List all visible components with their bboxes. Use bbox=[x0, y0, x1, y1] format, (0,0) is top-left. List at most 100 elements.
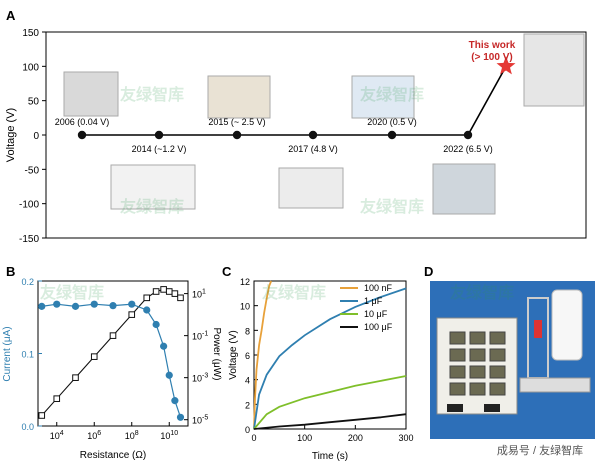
power-point bbox=[165, 288, 173, 295]
power-point bbox=[152, 288, 160, 295]
panel-b-ylabel-left: Current (μA) bbox=[2, 326, 13, 381]
panel-b-ytick-right-label: 10-1 bbox=[192, 331, 208, 342]
device-cell bbox=[469, 382, 486, 396]
panel-label-b: B bbox=[6, 264, 15, 279]
thumb-this-work-photo bbox=[523, 33, 585, 107]
watermark-text: 友绿智库 bbox=[120, 197, 184, 216]
panel-a-point bbox=[463, 130, 473, 140]
current-point bbox=[128, 300, 136, 308]
device-cell bbox=[489, 348, 506, 362]
holder-base bbox=[519, 377, 591, 393]
legend-label: 10 μF bbox=[364, 309, 388, 319]
power-point bbox=[177, 294, 184, 302]
power-point bbox=[171, 290, 179, 297]
panel-a-point-label: 2015 (~ 2.5 V) bbox=[208, 117, 265, 127]
device-cell bbox=[469, 365, 486, 379]
panel-c-xtick-label: 0 bbox=[251, 433, 256, 443]
thumb-2020-photo bbox=[351, 75, 415, 119]
panel-c-ytick-label: 0 bbox=[245, 425, 250, 435]
source-caption: 成易号 / 友绿智库 bbox=[497, 443, 583, 457]
panel-c-xlabel: Time (s) bbox=[312, 451, 348, 462]
panel-b-ytick-right-label: 10-3 bbox=[192, 373, 208, 384]
device-cell bbox=[469, 331, 486, 345]
watermark-group: 友绿智库友绿智库友绿智库友绿智库友绿智库友绿智库友绿智库 bbox=[40, 85, 514, 302]
panel-b-ytick-left-label: 0.1 bbox=[21, 350, 34, 360]
device-cell bbox=[489, 382, 506, 396]
current-point bbox=[152, 320, 160, 329]
current-point bbox=[165, 371, 173, 379]
series-line-100-μF bbox=[253, 413, 407, 430]
panel-b-ytick-left-label: 0.2 bbox=[21, 277, 34, 287]
board-connector-right bbox=[484, 404, 500, 412]
thumb-2017-photo bbox=[278, 167, 344, 209]
panel-c-ytick-label: 10 bbox=[240, 302, 250, 312]
panel-b-chart: Current (μA) Power (μW) Resistance (Ω) 1… bbox=[2, 277, 222, 461]
watermark-text: 友绿智库 bbox=[360, 197, 424, 216]
legend-label: 1 μF bbox=[364, 296, 383, 306]
current-point bbox=[160, 342, 168, 350]
series-line-100-nF bbox=[253, 280, 273, 430]
panel-a-ytick-label: 50 bbox=[28, 97, 40, 108]
power-point bbox=[38, 412, 46, 419]
panel-c-ylabel: Voltage (V) bbox=[228, 330, 239, 379]
panel-a-ytick-label: 100 bbox=[22, 62, 39, 73]
panel-a-point bbox=[387, 130, 397, 140]
thumb-2015-photo bbox=[207, 75, 271, 119]
power-point bbox=[128, 311, 136, 318]
current-point bbox=[53, 300, 61, 308]
device-cell bbox=[449, 348, 466, 362]
this-work-label: This work bbox=[469, 40, 516, 51]
panel-a-point-label: 2022 (6.5 V) bbox=[443, 144, 493, 154]
panel-a-point bbox=[232, 130, 242, 140]
device-cell bbox=[449, 382, 466, 396]
current-point bbox=[143, 306, 151, 314]
current-point bbox=[176, 413, 185, 421]
watermark-text: 友绿智库 bbox=[262, 283, 326, 302]
current-point bbox=[38, 302, 46, 310]
panel-b-xlabel: Resistance (Ω) bbox=[80, 450, 146, 461]
panel-a-point-label: 2017 (4.8 V) bbox=[288, 144, 338, 154]
panel-label-d: D bbox=[424, 264, 433, 279]
power-point bbox=[109, 332, 117, 339]
power-point bbox=[143, 294, 151, 302]
panel-b-xtick-label: 108 bbox=[125, 430, 139, 441]
thumb-2006-photo bbox=[63, 71, 119, 117]
red-valve bbox=[534, 320, 542, 338]
water-bottle bbox=[551, 289, 583, 361]
power-point bbox=[53, 395, 61, 402]
panel-c-ytick-label: 6 bbox=[245, 351, 250, 361]
panel-a-thumbnails bbox=[63, 33, 585, 215]
current-point bbox=[109, 302, 117, 310]
panel-a-ylabel: Voltage (V) bbox=[5, 108, 17, 162]
current-series-line bbox=[41, 303, 182, 418]
panel-b-xtick-label: 104 bbox=[50, 430, 64, 441]
panel-c-frame bbox=[253, 280, 407, 430]
panel-c-xtick-label: 300 bbox=[398, 433, 413, 443]
series-line-10-μF bbox=[253, 375, 407, 430]
panel-b-ytick-right-label: 10-5 bbox=[192, 415, 208, 426]
current-point bbox=[171, 397, 179, 405]
board-connector-left bbox=[447, 404, 463, 412]
this-work-star-marker bbox=[496, 56, 516, 75]
watermark-text: 友绿智库 bbox=[360, 85, 424, 104]
panel-b-ylabel-right: Power (μW) bbox=[211, 328, 222, 381]
device-cell bbox=[489, 365, 506, 379]
panel-b-ytick-right-label: 101 bbox=[192, 289, 206, 300]
panel-c-ytick-label: 4 bbox=[245, 376, 250, 386]
current-point bbox=[90, 300, 98, 308]
panel-a-ytick-label: 150 bbox=[22, 28, 39, 39]
power-point bbox=[72, 374, 79, 381]
panel-c-ytick-label: 8 bbox=[245, 326, 250, 336]
panel-c-ytick-label: 12 bbox=[240, 277, 250, 287]
panel-label-a: A bbox=[6, 8, 16, 23]
panel-label-c: C bbox=[222, 264, 232, 279]
panel-a-ytick-label: -100 bbox=[19, 200, 39, 211]
panel-b-xtick-label: 1010 bbox=[160, 430, 178, 441]
panel-a-point bbox=[77, 130, 87, 140]
power-point bbox=[90, 353, 98, 360]
panel-a-point bbox=[308, 130, 318, 140]
power-point bbox=[160, 286, 167, 293]
watermark-text: 友绿智库 bbox=[120, 85, 184, 104]
